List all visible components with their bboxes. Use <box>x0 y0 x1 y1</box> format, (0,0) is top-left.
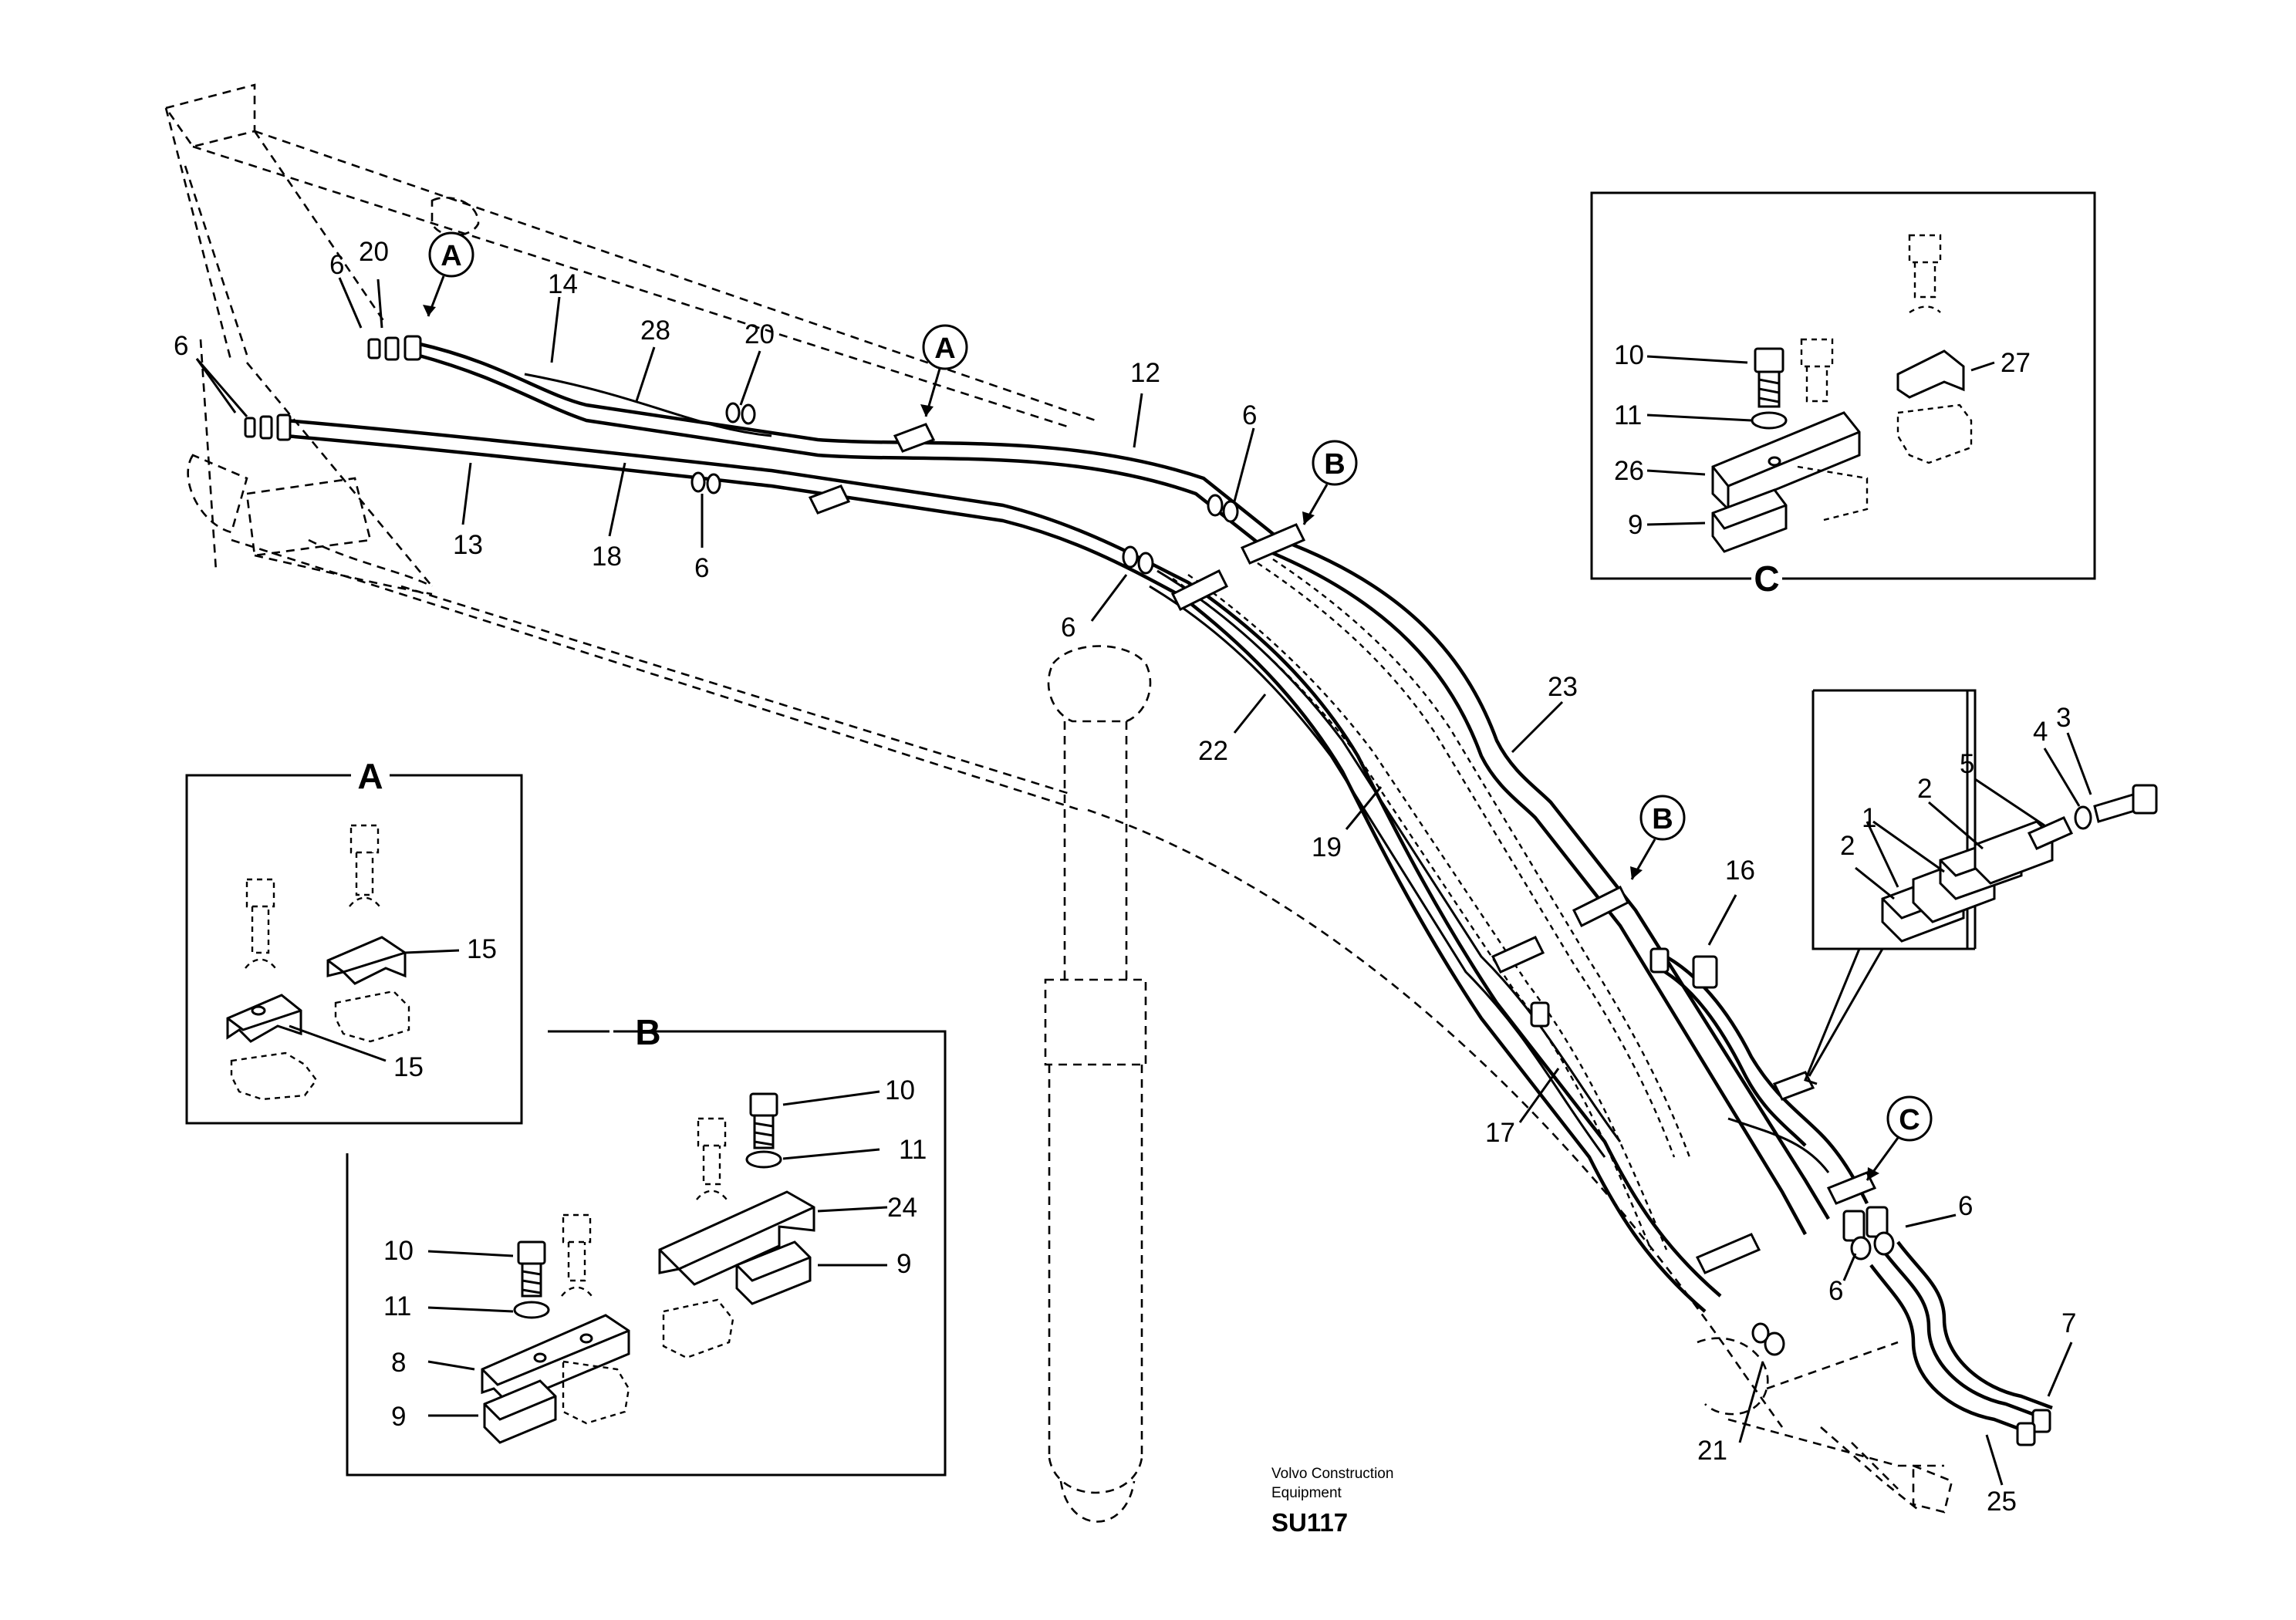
detail-b-label-24: 24 <box>887 1193 917 1223</box>
label-18: 18 <box>592 542 622 572</box>
leader-lines <box>195 277 2073 1486</box>
label-6: 6 <box>329 250 344 280</box>
detail-d-label-2: 2 <box>1840 831 1855 861</box>
label-23: 23 <box>1548 672 1578 702</box>
hydraulic-lines <box>285 341 2053 1433</box>
label-20: 20 <box>359 237 389 267</box>
label-13: 13 <box>453 530 483 560</box>
callout-a-label-1: A <box>441 240 461 272</box>
detail-box-b: B 10 11 <box>346 1012 947 1477</box>
label-28: 28 <box>640 316 670 346</box>
main-labels: 6 20 14 28 20 6 13 18 6 12 6 6 22 23 19 … <box>174 237 2076 1517</box>
detail-box-a: A 15 15 <box>185 756 523 1125</box>
phantom-boom-outline <box>164 83 1784 1428</box>
callout-c-mid: C <box>1866 1095 1933 1181</box>
detail-d-label-4: 4 <box>2033 717 2048 747</box>
detail-c-label-26: 26 <box>1614 456 1644 486</box>
label-22: 22 <box>1198 736 1228 766</box>
detail-b-label-11: 11 <box>383 1291 411 1321</box>
detail-c-title: C <box>1754 559 1779 599</box>
detail-c-label-11: 11 <box>1614 400 1642 430</box>
label-7: 7 <box>2061 1308 2076 1338</box>
detail-b-label-10: 10 <box>383 1236 414 1266</box>
detail-d-label-2: 2 <box>1917 774 1932 804</box>
detail-c-label-10: 10 <box>1614 340 1644 370</box>
detail-b-label-10: 10 <box>885 1075 915 1105</box>
detail-b-label-9: 9 <box>896 1249 911 1279</box>
detail-d-label-5: 5 <box>1960 749 1974 779</box>
callout-b-top1: B <box>1302 440 1358 525</box>
label-12: 12 <box>1130 358 1160 388</box>
callout-c-label: C <box>1899 1104 1920 1136</box>
detail-box-clamp-assembly: 1 2 2 5 4 3 <box>1804 689 2158 1085</box>
detail-b-label-9: 9 <box>391 1402 406 1432</box>
callout-a-top2: A <box>920 324 968 417</box>
detail-a-title: A <box>357 756 383 796</box>
detail-b-label-8: 8 <box>391 1348 406 1378</box>
label-21: 21 <box>1697 1436 1727 1466</box>
label-6: 6 <box>1061 613 1075 643</box>
callout-b-label-2: B <box>1652 803 1673 835</box>
detail-d-label-1: 1 <box>1862 803 1876 833</box>
label-16: 16 <box>1725 856 1755 886</box>
detail-b-label-11: 11 <box>899 1135 927 1165</box>
footer-credit: Volvo Construction Equipment SU117 <box>1271 1466 1393 1537</box>
phantom-arm-end <box>1697 1337 1953 1514</box>
label-6: 6 <box>694 553 709 583</box>
detail-d-label-3: 3 <box>2056 703 2071 733</box>
diagram-code: SU117 <box>1271 1508 1348 1537</box>
label-19: 19 <box>1312 832 1342 862</box>
detail-c-label-9: 9 <box>1628 510 1643 540</box>
label-6: 6 <box>174 331 188 361</box>
callout-b-label-1: B <box>1324 448 1345 481</box>
detail-box-c: C 10 11 26 9 27 <box>1590 191 2096 599</box>
label-14: 14 <box>548 269 578 299</box>
callout-b-mid: B <box>1630 795 1686 880</box>
company-name-line-2: Equipment <box>1271 1485 1342 1501</box>
fittings <box>244 335 2051 1446</box>
company-name-line-1: Volvo Construction <box>1271 1466 1393 1482</box>
label-20: 20 <box>745 319 775 349</box>
label-6: 6 <box>1958 1191 1973 1221</box>
detail-a-label-15: 15 <box>467 934 497 964</box>
detail-b-title: B <box>635 1012 660 1052</box>
detail-c-label-27: 27 <box>2001 348 2031 378</box>
callout-a-top1: A <box>423 231 474 317</box>
label-6: 6 <box>1242 400 1257 430</box>
label-17: 17 <box>1485 1118 1515 1148</box>
detail-a-label-15: 15 <box>393 1052 424 1082</box>
callout-a-label-2: A <box>934 332 955 365</box>
label-25: 25 <box>1987 1487 2017 1517</box>
label-6: 6 <box>1828 1276 1843 1306</box>
phantom-cylinder <box>1044 645 1152 1523</box>
